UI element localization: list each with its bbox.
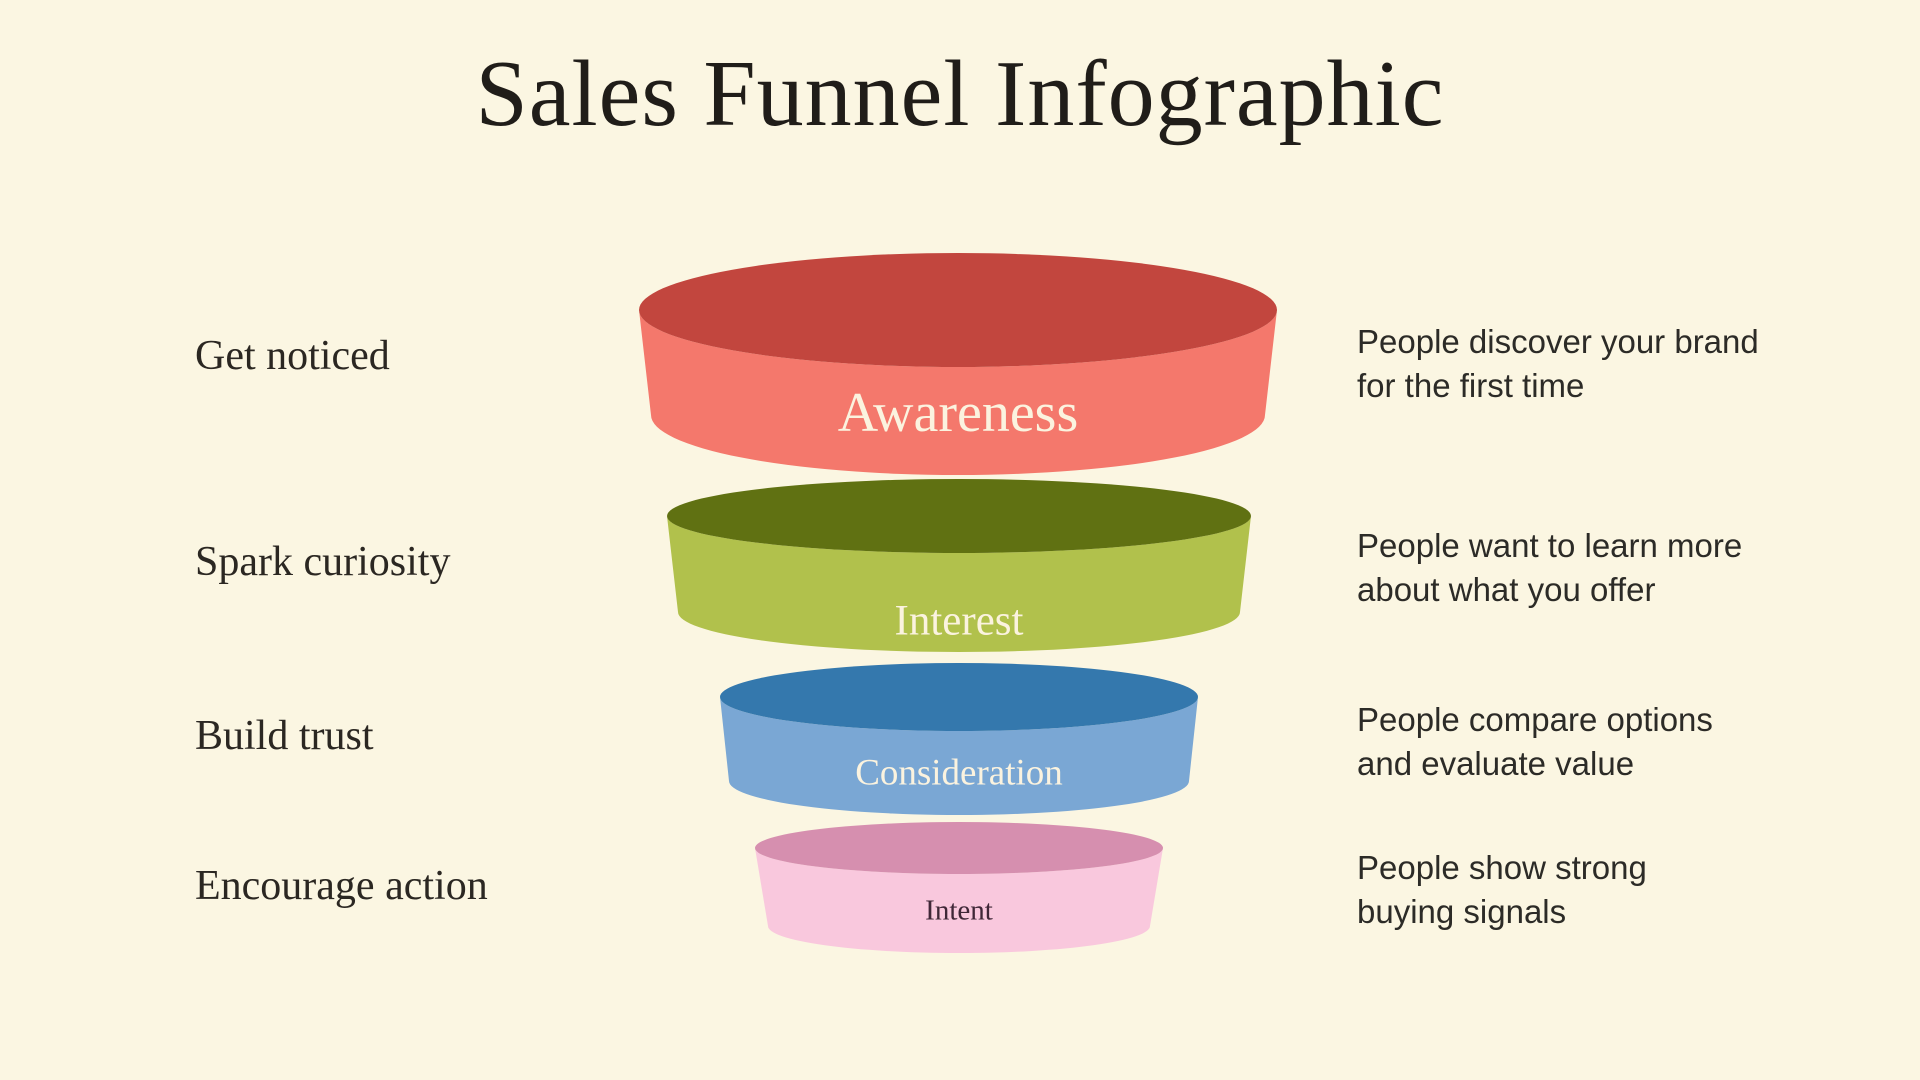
left-note-interest: Spark curiosity	[195, 539, 451, 585]
consideration-top-ellipse	[720, 663, 1198, 731]
left-note-intent: Encourage action	[195, 863, 488, 909]
stage-label-intent: Intent	[925, 894, 993, 927]
awareness-top-ellipse	[639, 253, 1277, 367]
funnel-stage-awareness	[639, 253, 1277, 475]
description-consideration: People compare options and evaluate valu…	[1357, 701, 1713, 782]
description-awareness: People discover your brand for the first…	[1357, 323, 1759, 404]
stage-label-interest: Interest	[894, 597, 1024, 645]
funnel-stage-intent	[755, 822, 1163, 953]
awareness-body	[639, 310, 1277, 475]
funnel-stage-interest	[667, 479, 1251, 652]
description-intent: People show strong buying signals	[1357, 849, 1647, 930]
page-title: Sales Funnel Infographic	[475, 42, 1445, 146]
left-note-awareness: Get noticed	[195, 333, 390, 379]
consideration-body	[720, 697, 1198, 815]
funnel-stage-consideration	[720, 663, 1198, 815]
stage-label-consideration: Consideration	[855, 752, 1063, 794]
interest-top-ellipse	[667, 479, 1251, 553]
intent-top-ellipse	[755, 822, 1163, 874]
intent-body	[755, 848, 1163, 953]
description-interest: People want to learn more about what you…	[1357, 527, 1743, 608]
stage-label-awareness: Awareness	[837, 382, 1079, 444]
left-note-consideration: Build trust	[195, 713, 374, 759]
interest-body	[667, 516, 1251, 652]
